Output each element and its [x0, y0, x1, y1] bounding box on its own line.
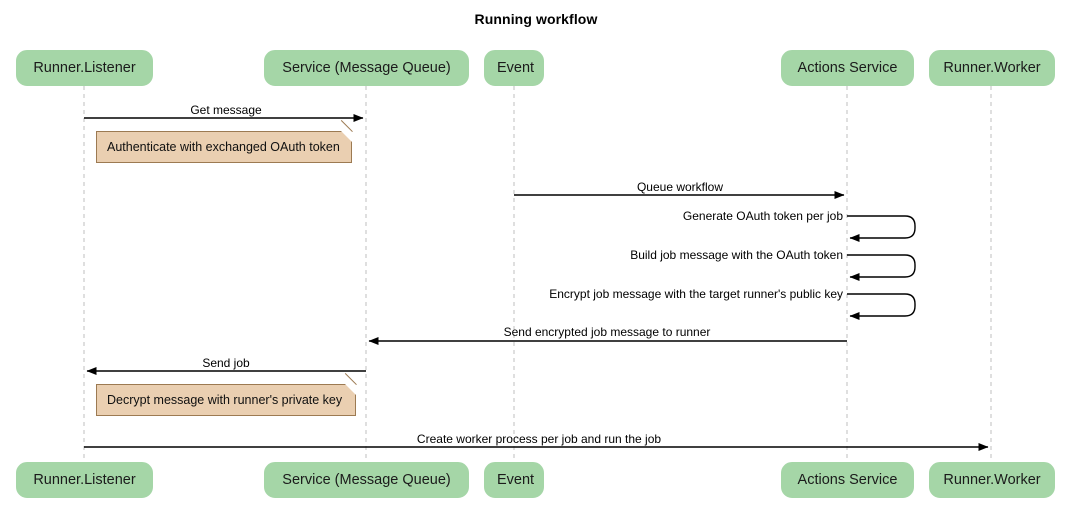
lifelines-group — [83, 86, 992, 462]
message-arrow-generate-token — [847, 215, 916, 242]
participant-event-bottom[interactable]: Event — [484, 462, 544, 498]
messages-group — [84, 114, 989, 451]
message-label-build-job-message: Build job message with the OAuth token — [630, 248, 843, 262]
participant-actions-service-top[interactable]: Actions Service — [781, 50, 914, 86]
message-label-get-message: Get message — [190, 103, 262, 117]
note-fold-corner-icon — [341, 131, 352, 142]
participant-runner-worker-bottom[interactable]: Runner.Worker — [929, 462, 1055, 498]
message-label-send-encrypted-job: Send encrypted job message to runner — [503, 325, 711, 339]
message-label-encrypt-job: Encrypt job message with the target runn… — [549, 287, 843, 301]
message-arrow-encrypt-job — [847, 293, 916, 320]
message-arrow-build-job-message — [847, 254, 916, 281]
participant-service-mq-top[interactable]: Service (Message Queue) — [264, 50, 469, 86]
note-authenticate-text: Authenticate with exchanged OAuth token — [107, 140, 340, 154]
note-authenticate: Authenticate with exchanged OAuth token — [96, 120, 352, 163]
note-decrypt: Decrypt message with runner's private ke… — [96, 373, 356, 416]
message-label-generate-token: Generate OAuth token per job — [682, 209, 843, 223]
participant-event-top[interactable]: Event — [484, 50, 544, 86]
diagram-title: Running workflow — [474, 11, 598, 27]
note-decrypt-text: Decrypt message with runner's private ke… — [107, 393, 343, 407]
participant-actions-service-bottom[interactable]: Actions Service — [781, 462, 914, 498]
participant-runner-worker-top[interactable]: Runner.Worker — [929, 50, 1055, 86]
note-fold-corner-icon — [345, 384, 356, 395]
message-label-create-worker: Create worker process per job and run th… — [416, 432, 662, 446]
message-label-queue-workflow: Queue workflow — [636, 180, 724, 194]
participant-runner-listener-top[interactable]: Runner.Listener — [16, 50, 153, 86]
participant-runner-listener-bottom[interactable]: Runner.Listener — [16, 462, 153, 498]
message-label-send-job: Send job — [202, 356, 250, 370]
participant-service-mq-bottom[interactable]: Service (Message Queue) — [264, 462, 469, 498]
